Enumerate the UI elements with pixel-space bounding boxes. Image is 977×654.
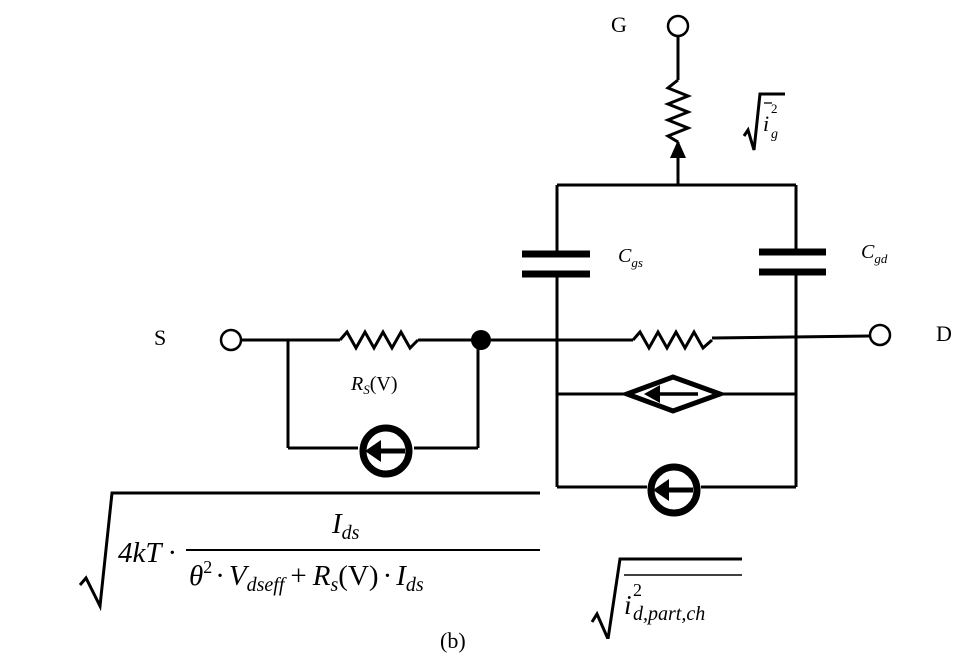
source-label: S [154, 325, 166, 350]
channel-resistor [631, 328, 713, 352]
capacitor-network [522, 183, 826, 487]
drain-noise-symbol: i [624, 590, 632, 620]
drain-noise-exp: 2 [633, 580, 642, 600]
formula-denominator: θ2·Vdseff+Rs(V)·Ids [189, 557, 424, 596]
drain-noise-current-source-icon [647, 463, 701, 517]
gate-noise-label: i 2 g [742, 92, 785, 151]
figure-caption-partial: (b) [440, 628, 466, 653]
drain-label: D [936, 321, 952, 346]
source-noise-current-source-icon [359, 424, 413, 478]
cgs-label: Cgs [618, 245, 643, 270]
drain-noise-sub: d,part,ch [633, 603, 705, 625]
dependent-current-source-icon [619, 374, 728, 414]
source-branch: S [154, 325, 633, 478]
formula-numerator: Ids [331, 508, 360, 544]
gate-label: G [611, 12, 627, 37]
cgd-label: Cgd [861, 241, 888, 266]
source-resistor [338, 328, 420, 352]
source-noise-formula: 4kT · Ids θ2·Vdseff+Rs(V)·Ids [78, 491, 540, 612]
rs-label: RS(V) [350, 373, 397, 397]
gate-noise-sub: g [771, 127, 778, 142]
formula-prefix: 4kT · [118, 537, 175, 569]
gate-noise-exp: 2 [771, 101, 778, 116]
gate-terminal [666, 14, 690, 38]
gate-noise-arrow-icon [670, 140, 686, 158]
source-node-dot [471, 330, 491, 350]
gate-resistor [663, 78, 693, 144]
equivalent-circuit-diagram: G i 2 g Cgs Cgd S [78, 12, 952, 639]
gate-noise-symbol: i [763, 111, 769, 136]
drain-noise-label: i 2 d,part,ch [590, 557, 742, 639]
source-terminal [219, 328, 243, 352]
gate-branch: G [611, 12, 693, 185]
drain-terminal [868, 323, 892, 347]
drain-branch: D [557, 321, 952, 517]
